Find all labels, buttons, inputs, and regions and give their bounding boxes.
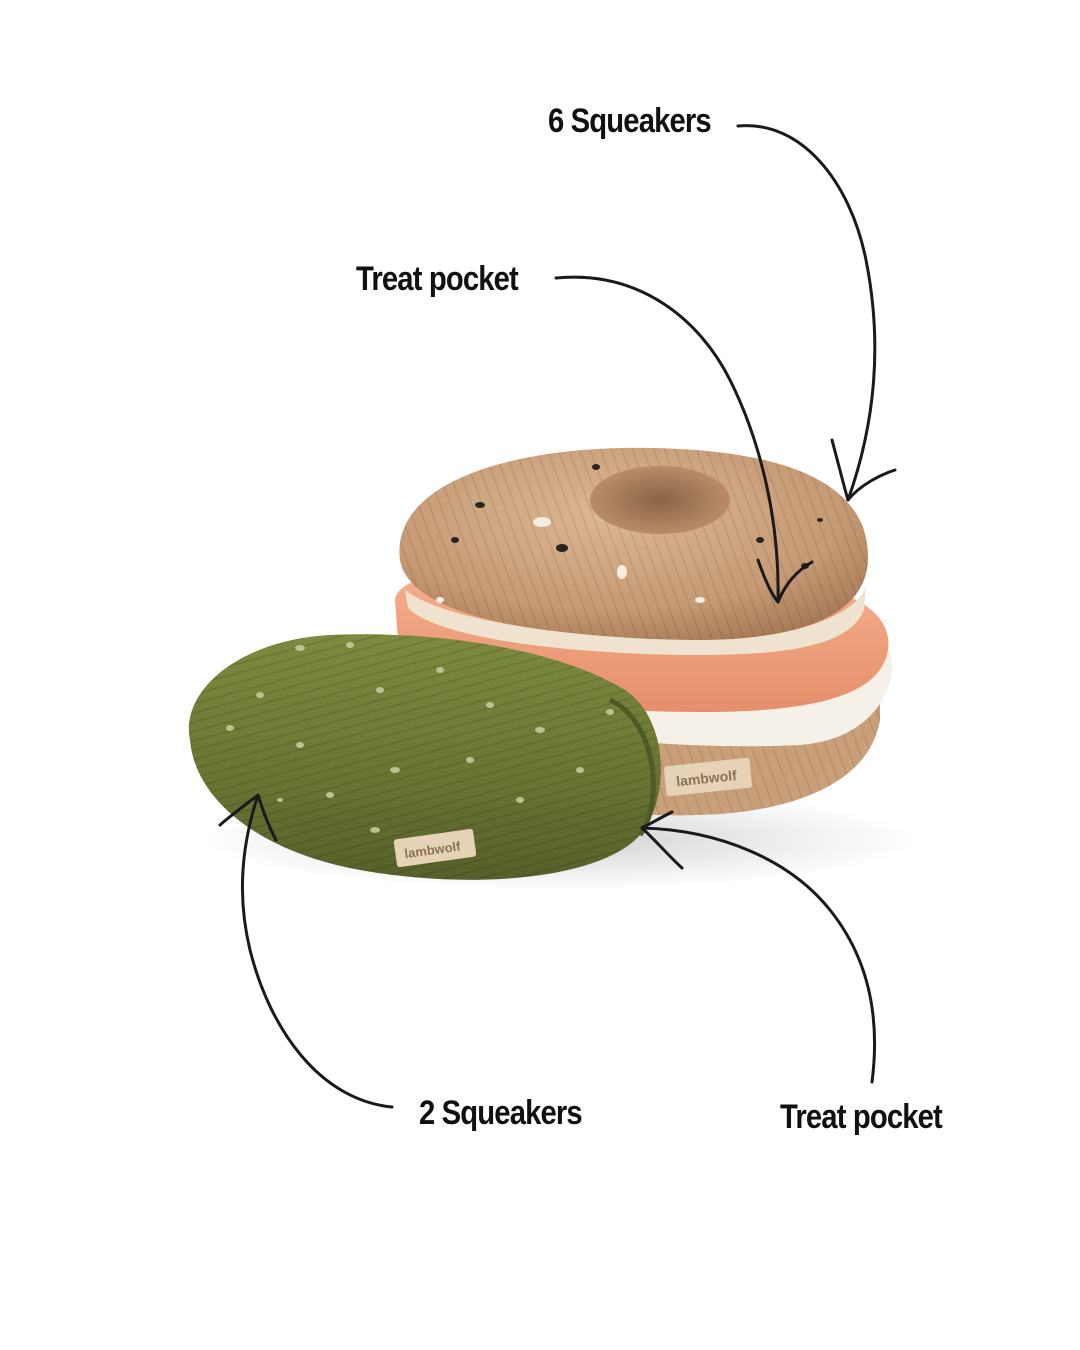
pickle-toy: lambwolf	[188, 634, 661, 880]
pickle-tag	[393, 828, 477, 868]
label-treat-pocket-bagel: Treat pocket	[356, 260, 519, 298]
bagel-top	[399, 447, 869, 655]
bagel-tag-text: lambwolf	[675, 767, 737, 789]
label-treat-pocket-pickle: Treat pocket	[780, 1098, 943, 1136]
bagel-tag	[663, 757, 753, 797]
arrow-6-squeakers-icon	[736, 124, 897, 502]
arrow-treat-pocket-bottom-icon	[640, 810, 877, 1084]
arrow-treat-pocket-top-icon	[554, 275, 814, 604]
arrow-2-squeakers-icon	[218, 793, 394, 1109]
label-2-squeakers: 2 Squeakers	[419, 1094, 583, 1132]
label-6-squeakers: 6 Squeakers	[548, 102, 712, 140]
